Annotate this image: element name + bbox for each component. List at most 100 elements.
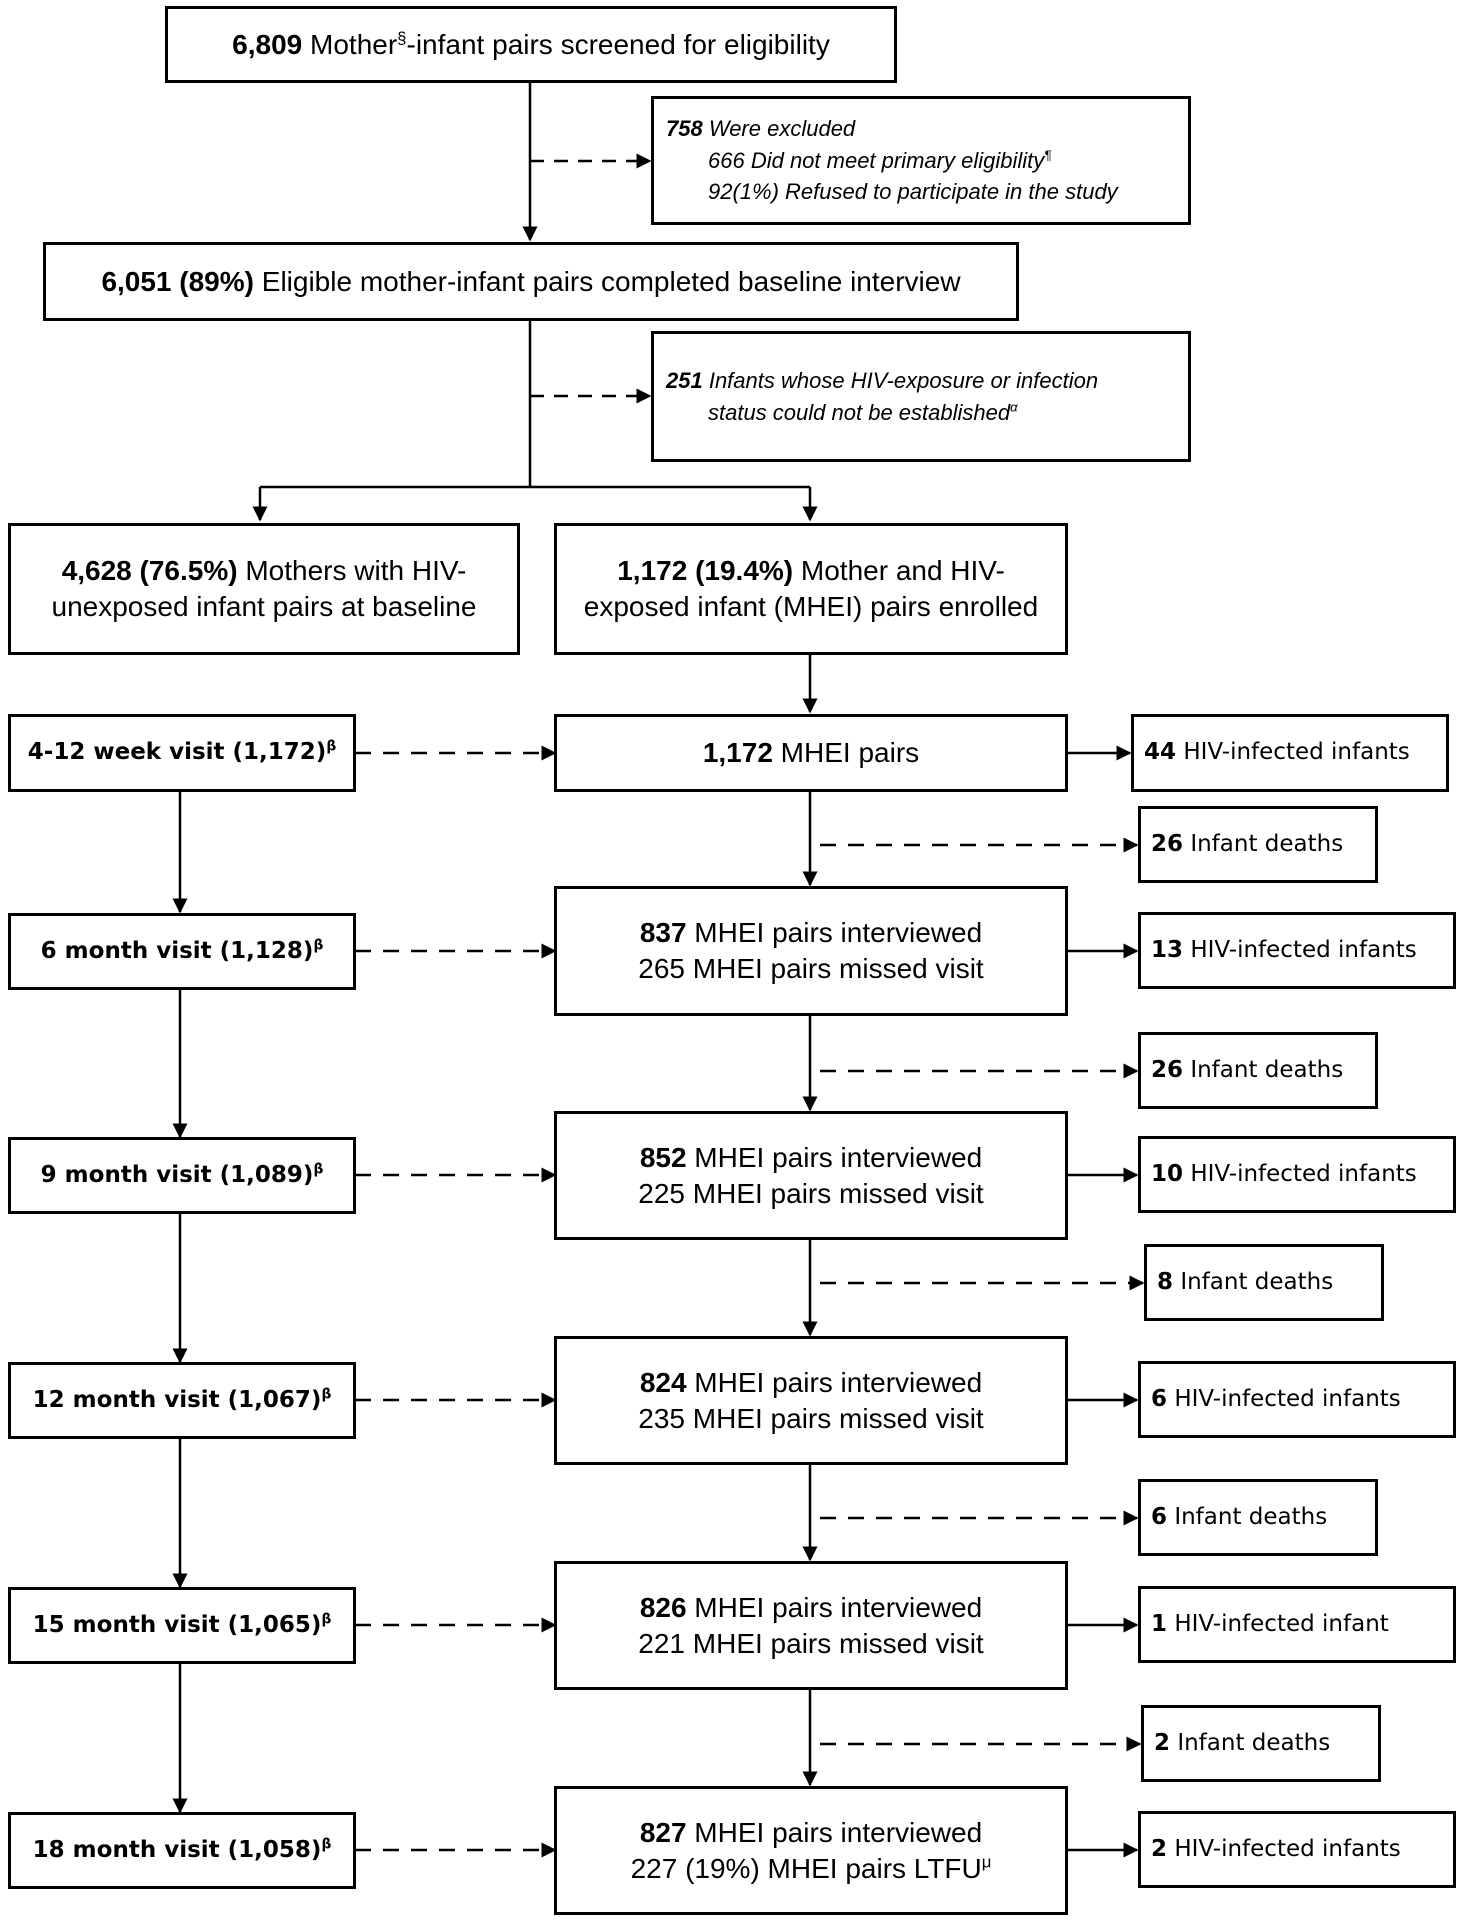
mhei-label: MHEI pairs interviewed [686, 1591, 983, 1623]
infected-label: HIV-infected infants [1176, 739, 1410, 766]
mhei-box: 852 MHEI pairs interviewed 225 MHEI pair… [554, 1111, 1068, 1240]
mhei-box: 827 MHEI pairs interviewed 227 (19%) MHE… [554, 1786, 1068, 1915]
deaths-label: Infant deaths [1173, 1268, 1334, 1295]
visit-label: 18 month visit (1,058) [32, 1836, 322, 1863]
mhei-count: 827 [639, 1816, 687, 1848]
visit-label: 9 month visit (1,089) [40, 1161, 314, 1188]
mhei-missed: 265 MHEI pairs missed visit [638, 953, 984, 984]
infected-box: 6 HIV-infected infants [1138, 1361, 1456, 1438]
infected-label: HIV-infected infants [1167, 1835, 1401, 1862]
mhei-missed: 225 MHEI pairs missed visit [638, 1177, 984, 1209]
footnote-mu: μ [981, 1852, 992, 1872]
mhei-label: MHEI pairs interviewed [686, 1366, 983, 1398]
mhei-missed: 221 MHEI pairs missed visit [638, 1627, 984, 1659]
infected-count: 6 [1151, 1385, 1168, 1412]
baseline-count: 6,051 (89%) [101, 265, 254, 297]
visit-label: 15 month visit (1,065) [32, 1611, 322, 1638]
infected-count: 2 [1151, 1835, 1168, 1862]
visit-box: 6 month visit (1,128)β [8, 913, 356, 990]
deaths-label: Infant deaths [1170, 1729, 1331, 1756]
deaths-count: 8 [1157, 1268, 1174, 1295]
mhei-ltfu: 227 (19%) MHEI pairs LTFU [630, 1852, 982, 1884]
deaths-box: 2 Infant deaths [1141, 1705, 1381, 1782]
deaths-box: 26 Infant deaths [1138, 1032, 1378, 1109]
infected-label: HIV-infected infants [1183, 1160, 1417, 1187]
footnote-beta: β [313, 1161, 324, 1178]
mhei-label: MHEI pairs interviewed [686, 1141, 983, 1173]
baseline-box: 6,051 (89%) Eligible mother-infant pairs… [43, 242, 1019, 321]
infected-count: 1 [1151, 1610, 1168, 1637]
mhei-label: MHEI pairs [772, 737, 920, 769]
mhei-box: 837 MHEI pairs interviewed 265 MHEI pair… [554, 886, 1068, 1016]
visit-label: 12 month visit (1,067) [32, 1386, 322, 1413]
visit-box: 9 month visit (1,089)β [8, 1137, 356, 1214]
footnote-beta: β [321, 1386, 332, 1403]
deaths-box: 26 Infant deaths [1138, 806, 1378, 883]
infected-label: HIV-infected infants [1167, 1385, 1401, 1412]
mhei-label: MHEI pairs interviewed [686, 917, 983, 949]
mhei-count: 824 [639, 1366, 687, 1398]
deaths-label: Infant deaths [1167, 1503, 1328, 1530]
deaths-label: Infant deaths [1183, 830, 1344, 857]
mhei-box: 1,172 MHEI pairs [554, 714, 1068, 792]
screened-label-a: Mother [302, 28, 398, 60]
infected-count: 13 [1151, 936, 1184, 963]
footnote-beta: β [313, 937, 324, 954]
footnote-beta: β [321, 1611, 332, 1628]
deaths-label: Infant deaths [1183, 1056, 1344, 1083]
unexposed-count: 4,628 (76.5%) [61, 555, 238, 587]
exposed-count: 1,172 (19.4%) [617, 555, 794, 587]
unexposed-label-a: Mothers with HIV- [237, 555, 467, 587]
deaths-box: 6 Infant deaths [1138, 1479, 1378, 1556]
unestablished-count: 251 [666, 367, 703, 393]
infected-box: 2 HIV-infected infants [1138, 1811, 1456, 1888]
screened-box: 6,809 Mother§-infant pairs screened for … [165, 6, 897, 83]
exposed-label-b: exposed infant (MHEI) pairs enrolled [583, 591, 1039, 622]
footnote-beta: β [321, 1836, 332, 1853]
infected-label: HIV-infected infants [1183, 936, 1417, 963]
infected-box: 10 HIV-infected infants [1138, 1136, 1456, 1213]
footnote-pilcrow: ¶ [1044, 147, 1052, 163]
screened-count: 6,809 [232, 28, 303, 60]
visit-box: 18 month visit (1,058)β [8, 1812, 356, 1889]
excluded-box: 758 Were excluded 666 Did not meet prima… [651, 96, 1191, 225]
mhei-missed: 235 MHEI pairs missed visit [638, 1402, 984, 1434]
excluded-ineligible: 666 Did not meet primary eligibility [708, 147, 1045, 173]
exposed-box: 1,172 (19.4%) Mother and HIV- exposed in… [554, 523, 1068, 655]
deaths-count: 2 [1154, 1729, 1171, 1756]
deaths-box: 8 Infant deaths [1144, 1244, 1384, 1321]
infected-box: 1 HIV-infected infant [1138, 1586, 1456, 1663]
mhei-count: 826 [639, 1591, 687, 1623]
footnote-beta: β [326, 738, 337, 755]
excluded-refused: 92(1%) Refused to participate in the stu… [708, 179, 1118, 205]
visit-label: 4-12 week visit (1,172) [27, 739, 327, 766]
exposed-label-a: Mother and HIV- [793, 555, 1005, 587]
visit-label: 6 month visit (1,128) [40, 937, 314, 964]
unestablished-label-2: status could not be established [708, 399, 1011, 425]
infected-box: 44 HIV-infected infants [1131, 714, 1449, 792]
infected-label: HIV-infected infant [1167, 1610, 1389, 1637]
unexposed-box: 4,628 (76.5%) Mothers with HIV- unexpose… [8, 523, 520, 655]
visit-box: 12 month visit (1,067)β [8, 1362, 356, 1439]
deaths-count: 26 [1151, 830, 1184, 857]
mhei-box: 826 MHEI pairs interviewed 221 MHEI pair… [554, 1561, 1068, 1690]
excluded-count: 758 [666, 115, 703, 141]
unestablished-label: Infants whose HIV-exposure or infection [702, 367, 1099, 393]
infected-count: 10 [1151, 1160, 1184, 1187]
mhei-count: 852 [639, 1141, 687, 1173]
visit-box: 4-12 week visit (1,172)β [8, 714, 356, 792]
deaths-count: 26 [1151, 1056, 1184, 1083]
unestablished-box: 251 Infants whose HIV-exposure or infect… [651, 331, 1191, 462]
mhei-count: 1,172 [702, 737, 773, 769]
baseline-label: Eligible mother-infant pairs completed b… [253, 265, 961, 297]
deaths-count: 6 [1151, 1503, 1168, 1530]
infected-count: 44 [1144, 739, 1177, 766]
unexposed-label-b: unexposed infant pairs at baseline [51, 591, 477, 622]
footnote-alpha: α [1010, 399, 1018, 415]
mhei-count: 837 [639, 917, 687, 949]
mhei-box: 824 MHEI pairs interviewed 235 MHEI pair… [554, 1336, 1068, 1465]
excluded-label: Were excluded [702, 115, 856, 141]
screened-label-b: -infant pairs screened for eligibility [406, 28, 830, 60]
visit-box: 15 month visit (1,065)β [8, 1587, 356, 1664]
